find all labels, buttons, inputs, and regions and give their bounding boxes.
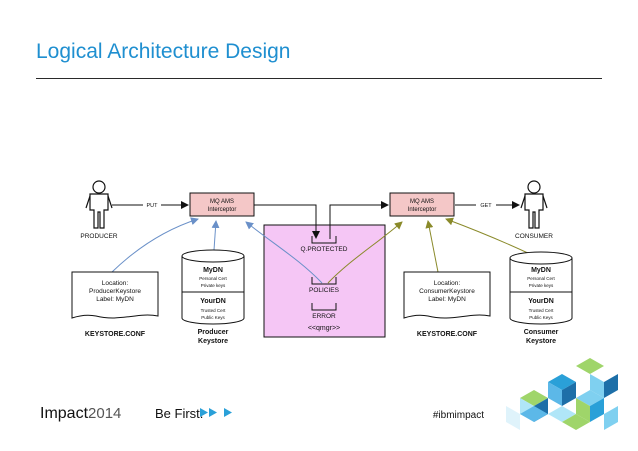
keystore-conf-left-doc xyxy=(71,271,159,319)
producer-yourdn-title: YourDN xyxy=(200,298,226,305)
slogan: Be First. xyxy=(155,406,203,421)
consumer-private-keys: Private keys xyxy=(529,283,554,288)
impact-year: 2014 xyxy=(88,405,121,422)
impact-logo: Impact2014 xyxy=(40,405,121,422)
svg-text:Impact2014: Impact2014 xyxy=(40,405,121,422)
page-title: Logical Architecture Design xyxy=(36,40,291,63)
conf-to-producer-line xyxy=(111,217,199,273)
conf-left-line1: Location: xyxy=(102,280,129,287)
play-arrows-icon xyxy=(200,408,232,417)
producer-trusted-cert: Trusted Cert xyxy=(201,308,227,313)
keystore-to-consumer-line xyxy=(445,217,531,255)
qmgr-box xyxy=(263,224,386,338)
consumer-keystore-caption-1: Consumer xyxy=(524,329,559,336)
consumer-personal-cert: Personal Cert xyxy=(527,276,555,281)
conf-to-consumer-line xyxy=(425,220,439,273)
consumer-public-keys: Public Keys xyxy=(529,315,553,320)
qmgr-label: <<qmgr>> xyxy=(308,325,340,332)
error-queue-icon xyxy=(311,303,337,311)
conf-right-line2: ConsumerKeystore xyxy=(419,288,475,295)
producer-keystore-cylinder xyxy=(181,249,245,325)
producer-interceptor-line2: Interceptor xyxy=(208,207,237,213)
queue-protected-label: Q.PROTECTED xyxy=(301,246,348,253)
producer-to-queue-arrow xyxy=(254,204,320,239)
conf-right-line1: Location: xyxy=(434,280,461,287)
keystore-to-producer-line xyxy=(211,220,220,251)
conf-left-line3: Label: MyDN xyxy=(96,296,134,303)
conf-left-caption: KEYSTORE.CONF xyxy=(85,331,146,338)
producer-public-keys: Public Keys xyxy=(201,315,225,320)
policies-queue-icon xyxy=(311,277,337,285)
impact-brand: Impact xyxy=(40,405,89,422)
hashtag: #ibmimpact xyxy=(433,410,484,421)
producer-keystore-caption-1: Producer xyxy=(198,329,229,336)
protected-queue-icon xyxy=(311,236,337,244)
producer-private-keys: Private keys xyxy=(201,283,226,288)
producer-mydn-title: MyDN xyxy=(203,267,223,274)
error-label: ERROR xyxy=(312,313,336,320)
title-divider xyxy=(36,78,602,79)
producer-personal-cert: Personal Cert xyxy=(199,276,227,281)
put-label: PUT xyxy=(147,203,159,209)
get-label: GET xyxy=(480,203,492,209)
producer-label: PRODUCER xyxy=(80,233,118,240)
consumer-interceptor-box xyxy=(389,192,455,217)
consumer-mydn-title: MyDN xyxy=(531,267,551,274)
consumer-interceptor-line1: MQ AMS xyxy=(410,199,434,205)
consumer-actor-icon xyxy=(520,180,548,229)
cube-pattern-decoration xyxy=(506,358,618,430)
policies-to-consumer-line xyxy=(327,221,403,284)
producer-actor-icon xyxy=(85,180,113,229)
queue-to-consumer-arrow xyxy=(329,201,389,239)
consumer-trusted-cert: Trusted Cert xyxy=(529,308,555,313)
keystore-conf-right-doc xyxy=(403,271,491,319)
conf-left-line2: ProducerKeystore xyxy=(89,288,141,295)
conf-right-line3: Label: MyDN xyxy=(428,296,466,303)
producer-interceptor-line1: MQ AMS xyxy=(210,199,234,205)
policies-label: POLICIES xyxy=(309,287,340,294)
producer-keystore-caption-2: Keystore xyxy=(198,338,228,345)
conf-right-caption: KEYSTORE.CONF xyxy=(417,331,478,338)
consumer-keystore-cylinder xyxy=(509,251,573,325)
consumer-yourdn-title: YourDN xyxy=(528,298,554,305)
consumer-keystore-caption-2: Keystore xyxy=(526,338,556,345)
policies-to-producer-line xyxy=(245,221,323,284)
consumer-label: CONSUMER xyxy=(515,233,553,240)
consumer-interceptor-line2: Interceptor xyxy=(408,207,437,213)
